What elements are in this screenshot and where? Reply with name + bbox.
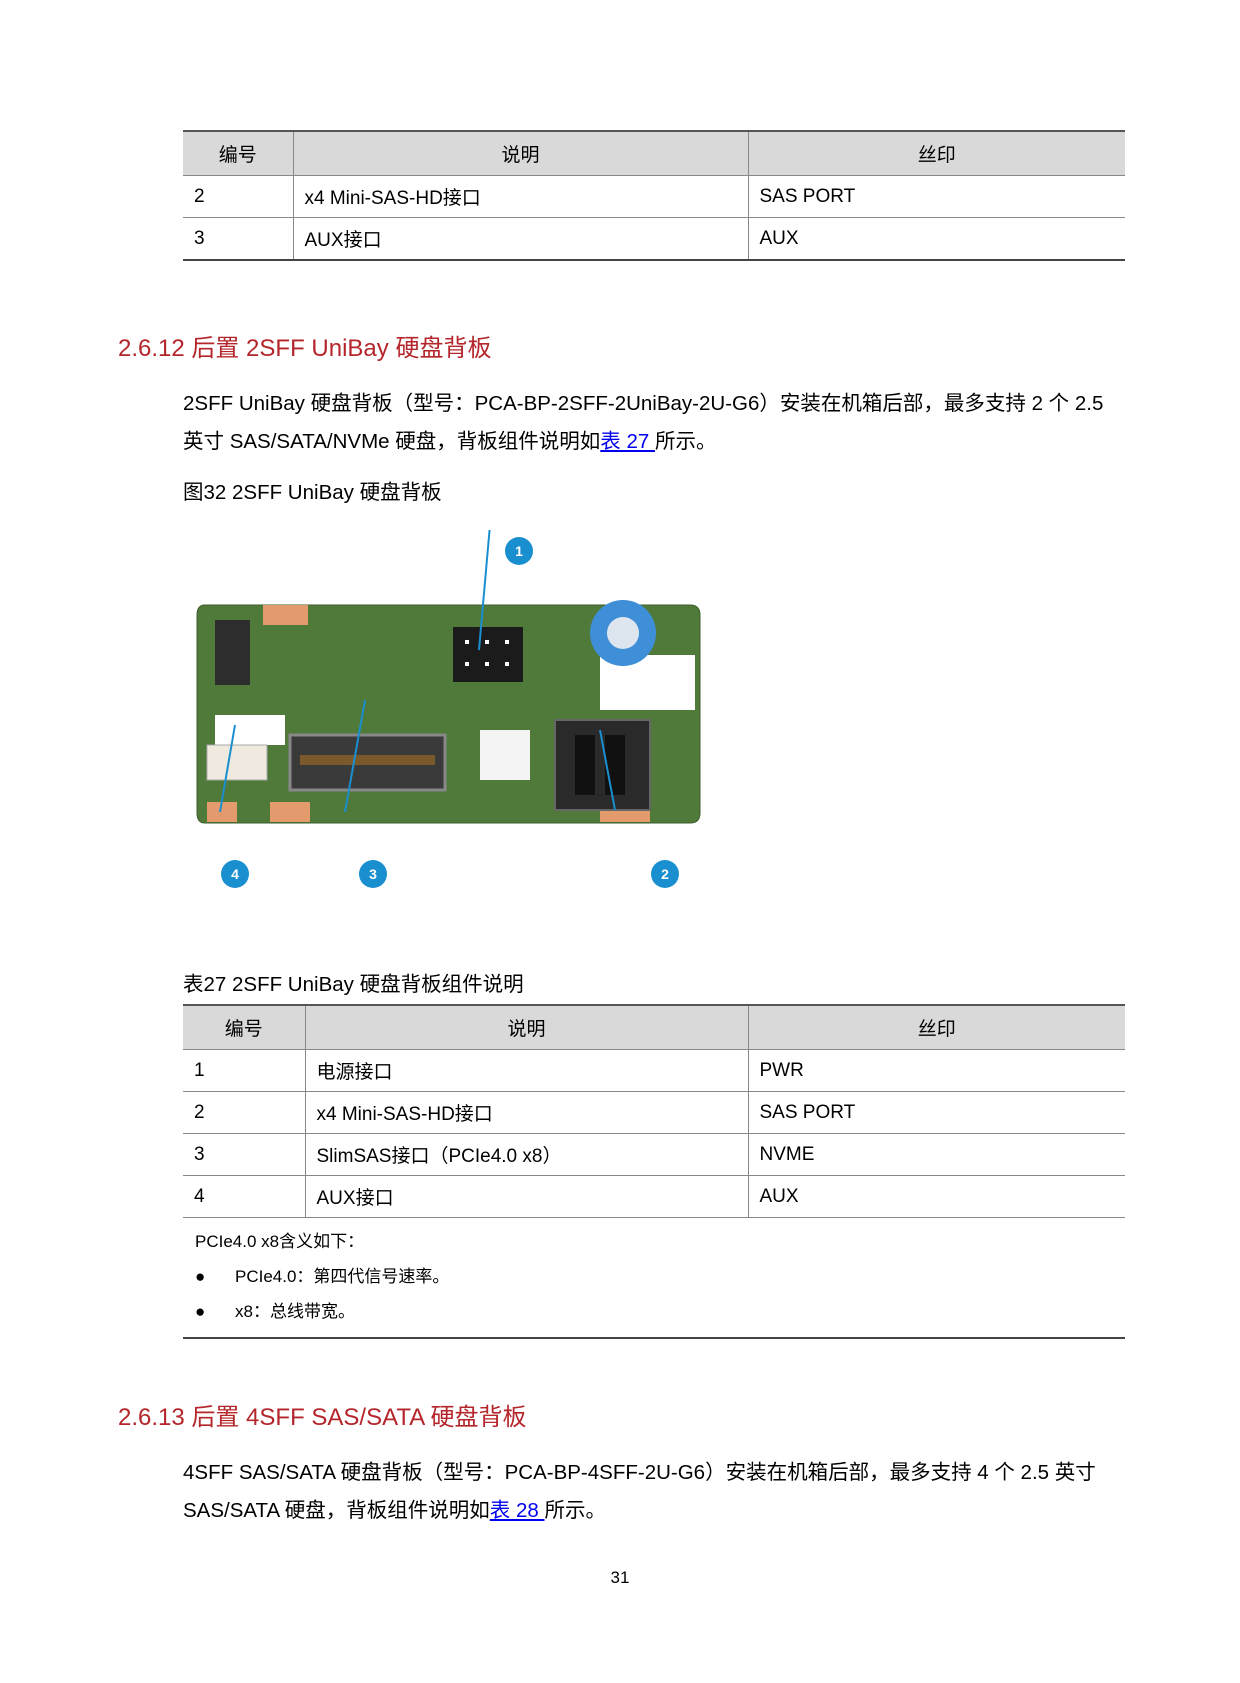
table-note: PCIe4.0 x8含义如下： ● PCIe4.0：第四代信号速率。 ● x8：总线… [183,1217,1125,1339]
note-bullet: ● PCIe4.0：第四代信号速率。 [195,1259,1113,1294]
cell: 2 [183,175,293,218]
cell: 1 [183,1049,305,1092]
paragraph-text: 4SFF SAS/SATA 硬盘背板（型号：PCA-BP-4SFF-2U-G6）… [183,1461,1096,1522]
table-row: 3 AUX接口 AUX [183,217,1125,261]
backplane-figure [196,530,701,824]
table-row: 2 x4 Mini-SAS-HD接口 SAS PORT [183,1091,1125,1134]
table-27-link[interactable]: 表 27 [600,430,655,453]
cell: x4 Mini-SAS-HD接口 [304,1091,748,1134]
callout-4: 4 [221,860,249,888]
cell: SAS PORT [747,175,1125,218]
aux-connector [206,744,268,781]
paragraph-text: 2SFF UniBay 硬盘背板（型号：PCA-BP-2SFF-2UniBay-… [183,392,1104,453]
paragraph-text-end: 所示。 [654,430,717,453]
section-heading-2-6-13: 2.6.13 后置 4SFF SAS/SATA 硬盘背板 [118,1404,527,1431]
header-silkscreen: 丝印 [747,130,1125,176]
header-number: 编号 [183,130,293,176]
table-row: 2 x4 Mini-SAS-HD接口 SAS PORT [183,175,1125,218]
header-number: 编号 [183,1004,305,1050]
bullet-text: PCIe4.0：第四代信号速率。 [235,1267,450,1286]
table-row: 4 AUX接口 AUX [183,1175,1125,1218]
table-caption: 表27 2SFF UniBay 硬盘背板组件说明 [183,973,524,996]
bullet-icon: ● [195,1267,206,1286]
table-27: 编号 说明 丝印 1 电源接口 PWR 2 x4 Mini-SAS-HD接口 S… [183,1004,1125,1339]
table-28-link[interactable]: 表 28 [489,1499,545,1522]
cell: SAS PORT [747,1091,1125,1134]
cell: 电源接口 [304,1049,748,1092]
cell: AUX [747,217,1125,261]
callout-2: 2 [651,860,679,888]
note-bullet: ● x8：总线带宽。 [195,1294,1113,1329]
cell: SlimSAS接口（PCIe4.0 x8） [304,1133,748,1176]
cell: NVME [747,1133,1125,1176]
page-number: 31 [610,1568,630,1587]
callout-3: 3 [359,860,387,888]
header-description: 说明 [304,1004,748,1050]
cell: PWR [747,1049,1125,1092]
figure-caption: 图32 2SFF UniBay 硬盘背板 [183,481,442,504]
pwr-connector [453,627,523,682]
cell: AUX接口 [304,1175,748,1218]
cell: 3 [183,217,293,261]
table-prev: 编号 说明 丝印 2 x4 Mini-SAS-HD接口 SAS PORT 3 A… [183,130,1125,261]
cell: 2 [183,1091,305,1134]
header-silkscreen: 丝印 [747,1004,1125,1050]
cutout [215,715,285,745]
jtag-header [215,620,250,685]
table-note-row: PCIe4.0 x8含义如下： ● PCIe4.0：第四代信号速率。 ● x8：总线… [183,1217,1125,1339]
note-title: PCIe4.0 x8含义如下： [195,1232,365,1251]
cell: 3 [183,1133,305,1176]
section-paragraph: 2SFF UniBay 硬盘背板（型号：PCA-BP-2SFF-2UniBay-… [183,385,1125,461]
cell: AUX接口 [292,217,748,261]
cell: AUX [747,1175,1125,1218]
cell: x4 Mini-SAS-HD接口 [292,175,748,218]
bullet-icon: ● [195,1302,206,1321]
cell: 4 [183,1175,305,1218]
callout-1: 1 [505,537,533,565]
paragraph-text-end: 所示。 [544,1499,606,1522]
table-header-row: 编号 说明 丝印 [183,1004,1125,1050]
header-description: 说明 [292,130,748,176]
bullet-text: x8：总线带宽。 [235,1302,355,1321]
table-header-row: 编号 说明 丝印 [183,130,1125,176]
table-row: 3 SlimSAS接口（PCIe4.0 x8） NVME [183,1133,1125,1176]
section-heading-2-6-12: 2.6.12 后置 2SFF UniBay 硬盘背板 [118,335,492,362]
mini-sas-hd-connector [554,719,651,811]
table-row: 1 电源接口 PWR [183,1049,1125,1092]
section-paragraph: 4SFF SAS/SATA 硬盘背板（型号：PCA-BP-4SFF-2U-G6）… [183,1454,1125,1530]
